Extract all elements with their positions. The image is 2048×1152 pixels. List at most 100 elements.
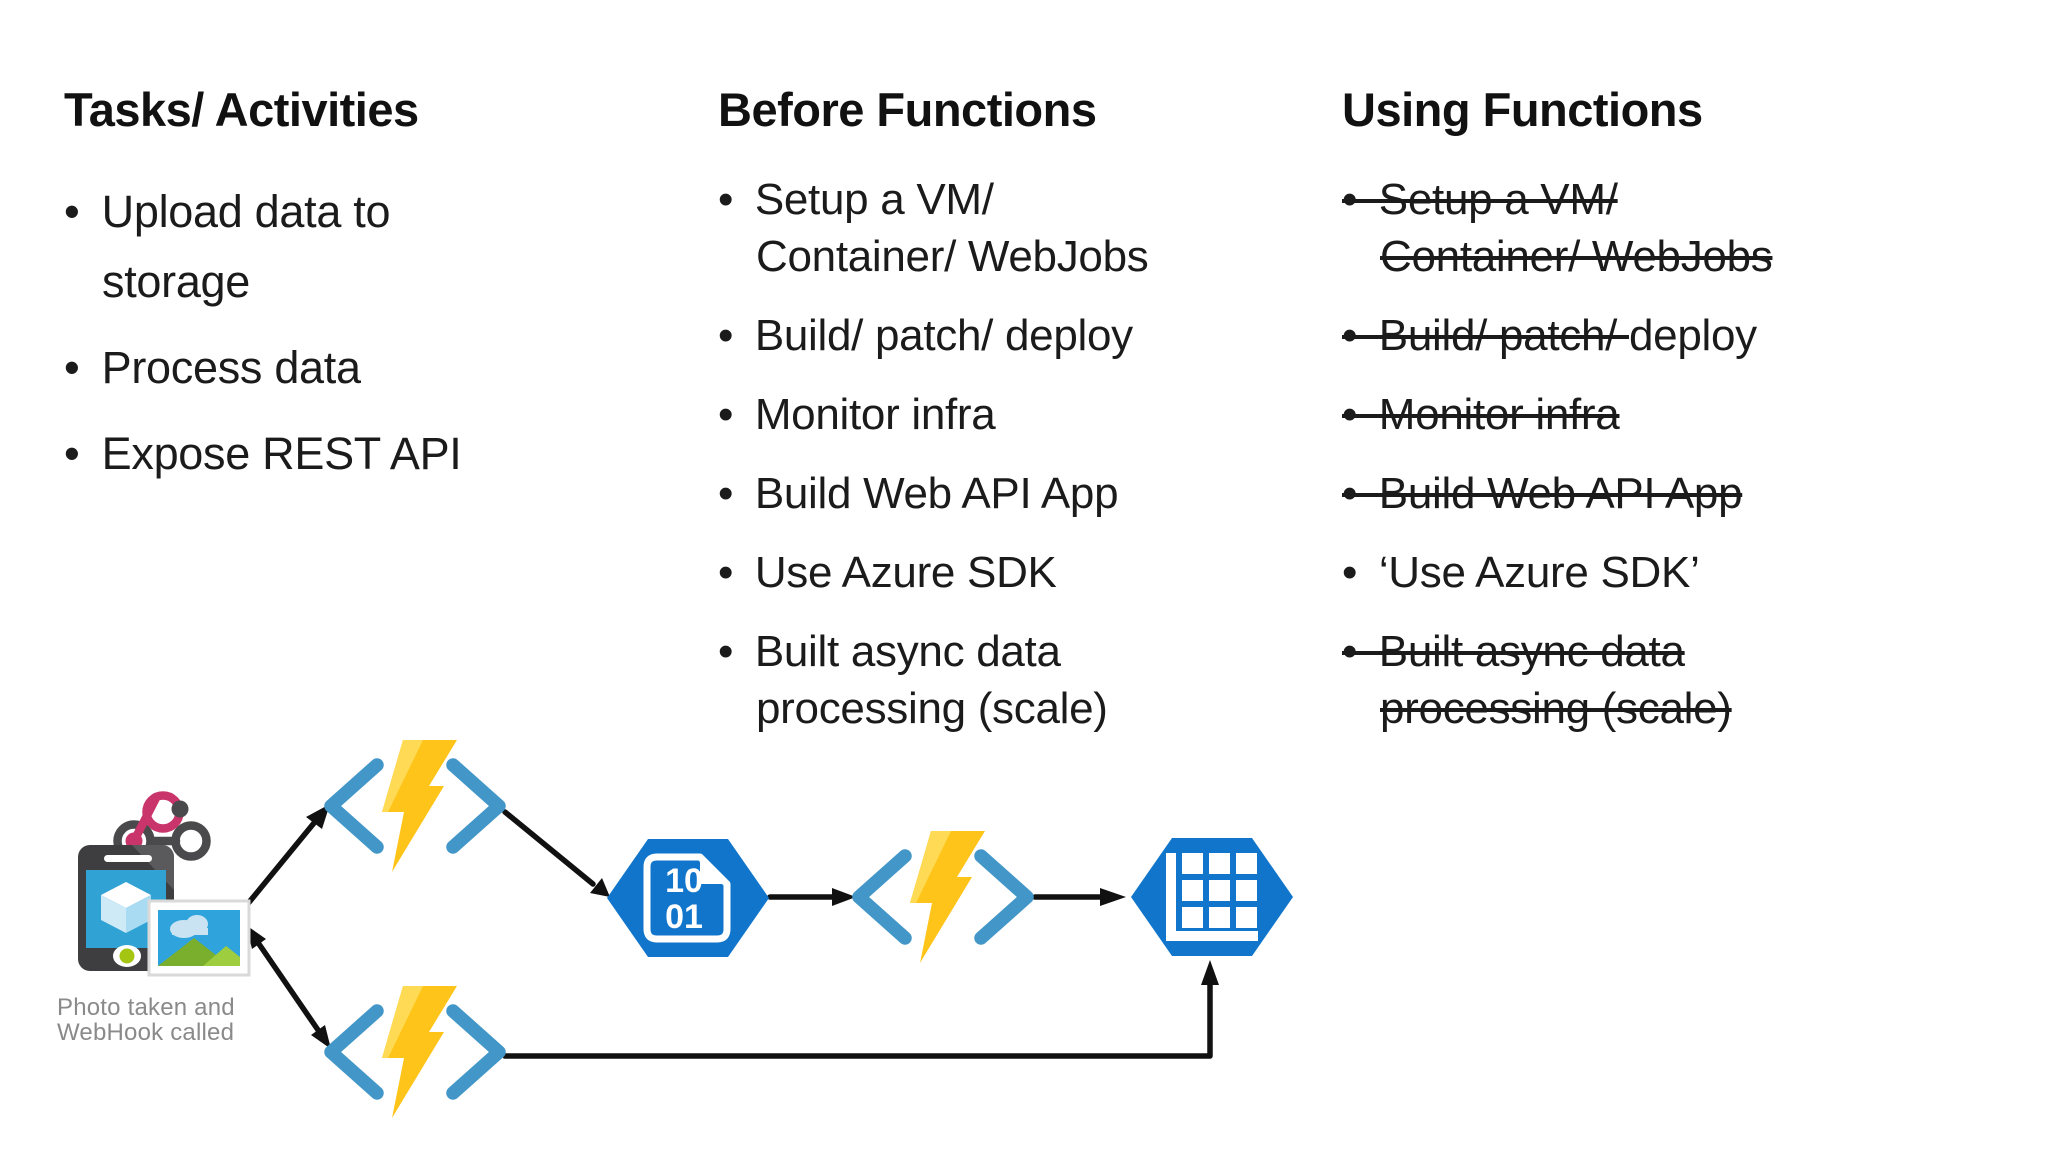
caption-line-1: Photo taken and: [57, 994, 235, 1021]
text: •: [64, 342, 102, 393]
arrows: [243, 804, 1219, 1059]
text: ‘Use Azure SDK’: [1378, 548, 1700, 597]
text: processing (scale): [756, 684, 1108, 733]
bullet-line: • Monitor infra: [1342, 386, 1982, 443]
photo-device-cluster: [78, 791, 251, 977]
bullet-line: processing (scale): [1380, 680, 1982, 737]
column-tasks-activities: Tasks/ Activities • Upload data to storag…: [64, 82, 664, 505]
bullet-line: • Monitor infra: [718, 386, 1318, 443]
bullet-list: • Setup a VM/Container/ WebJobs• Build/ …: [718, 171, 1318, 737]
bullet-line: • Built async data: [1342, 623, 1982, 680]
mountain-light: [203, 946, 240, 966]
struck-text: • Monitor infra: [1342, 390, 1620, 439]
bullet-item: • Built async data processing (scale): [1342, 623, 1982, 737]
bullet-line: • Setup a VM/: [718, 171, 1318, 228]
bullet-item: • Monitor infra: [1342, 386, 1982, 443]
bullet-item: • Setup a VM/Container/ WebJobs: [718, 171, 1318, 285]
bullet-line: • Upload data to: [64, 177, 664, 247]
arrow-function2-to-table: [1032, 888, 1126, 906]
table-grid: [1166, 853, 1258, 941]
text: •: [1342, 548, 1379, 597]
bullet-item: • Process data: [64, 333, 664, 403]
bullet-line: • Build Web API App: [1342, 465, 1982, 522]
bullet-line: • Build/ patch/ deploy: [718, 307, 1318, 364]
bullet-item: • Build Web API App: [1342, 465, 1982, 522]
bullet-line: • Use Azure SDK: [718, 544, 1318, 601]
bullet-line: processing (scale): [756, 680, 1318, 737]
column-title: Tasks/ Activities: [64, 83, 419, 136]
struck-text: • Built async data: [1342, 627, 1685, 676]
text: Built async data: [754, 627, 1061, 676]
bullet-line: Container/ WebJobs: [1380, 228, 1982, 285]
text: Upload data to: [101, 186, 391, 237]
blob-storage-icon: 10 01: [607, 839, 769, 957]
struck-text: processing (scale): [1380, 684, 1732, 733]
text: Expose REST API: [101, 428, 462, 479]
text: Setup a VM/: [754, 175, 994, 224]
text: •: [718, 548, 755, 597]
bullet-line: • Build/ patch/ deploy: [1342, 307, 1982, 364]
bullet-item: • Build/ patch/ deploy: [718, 307, 1318, 364]
photo-icon: [147, 899, 251, 977]
azure-function-icon-2: [859, 831, 1027, 963]
text: •: [718, 627, 755, 676]
text: Container/ WebJobs: [756, 232, 1149, 281]
column-using-functions: Using Functions • Setup a VM/Container/ …: [1342, 82, 1982, 759]
struck-text: • Setup a VM/: [1342, 175, 1618, 224]
arrow-device-function3-bidirectional: [246, 925, 331, 1049]
bullet-item: • Monitor infra: [718, 386, 1318, 443]
document-folded-corner: [700, 857, 727, 884]
text: Process data: [101, 342, 361, 393]
text: •: [64, 428, 102, 479]
bullet-line: storage: [102, 247, 664, 317]
text: Monitor infra: [754, 390, 996, 439]
arrow-device-to-function1: [243, 804, 330, 909]
bullet-item: • Build/ patch/ deploy: [1342, 307, 1982, 364]
text: deploy: [1628, 311, 1757, 360]
azure-function-icon-3: [331, 986, 499, 1118]
table-storage-icon: [1131, 838, 1293, 956]
text: Build/ patch/ deploy: [754, 311, 1133, 360]
text: •: [64, 186, 102, 237]
bullet-item: • Upload data to storage: [64, 177, 664, 317]
cube-icon: [101, 882, 151, 933]
binary-text-01: 01: [665, 898, 703, 936]
arrow-blob-to-function2: [767, 888, 856, 906]
bullet-item: • Setup a VM/Container/ WebJobs: [1342, 171, 1982, 285]
bullet-line: • ‘Use Azure SDK’: [1342, 544, 1982, 601]
caption-line-2: WebHook called: [57, 1019, 235, 1046]
binary-text-10: 10: [665, 862, 703, 900]
text: •: [718, 390, 755, 439]
text: storage: [102, 256, 250, 307]
cloud-shape: [170, 915, 208, 938]
bullet-line: • Expose REST API: [64, 419, 664, 489]
bullet-item: • Build Web API App: [718, 465, 1318, 522]
text: •: [718, 311, 755, 360]
speaker-slot: [104, 855, 152, 862]
bullet-item: • Use Azure SDK: [718, 544, 1318, 601]
text: Use Azure SDK: [754, 548, 1057, 597]
arrow-function1-to-blob: [502, 809, 610, 897]
bullet-line: Container/ WebJobs: [756, 228, 1318, 285]
column-before-functions: Before Functions • Setup a VM/Container/…: [718, 82, 1318, 759]
bullet-list: • Setup a VM/Container/ WebJobs • Build/ …: [1342, 171, 1982, 737]
struck-text: Container/ WebJobs: [1380, 232, 1773, 281]
bullet-line: • Process data: [64, 333, 664, 403]
bullet-line: • Setup a VM/: [1342, 171, 1982, 228]
bullet-item: • ‘Use Azure SDK’: [1342, 544, 1982, 601]
text: Build Web API App: [754, 469, 1119, 518]
column-title: Using Functions: [1342, 83, 1703, 136]
bullet-line: • Built async data: [718, 623, 1318, 680]
struck-text: • Build/ patch/: [1342, 311, 1629, 360]
text: •: [718, 175, 755, 224]
arrow-function3-to-table: [502, 960, 1219, 1059]
diagram-caption: Photo taken and WebHook called: [57, 995, 235, 1045]
column-title: Before Functions: [718, 83, 1097, 136]
struck-text: • Build Web API App: [1342, 469, 1743, 518]
binary-document-outline: [643, 853, 731, 943]
text: •: [718, 469, 755, 518]
